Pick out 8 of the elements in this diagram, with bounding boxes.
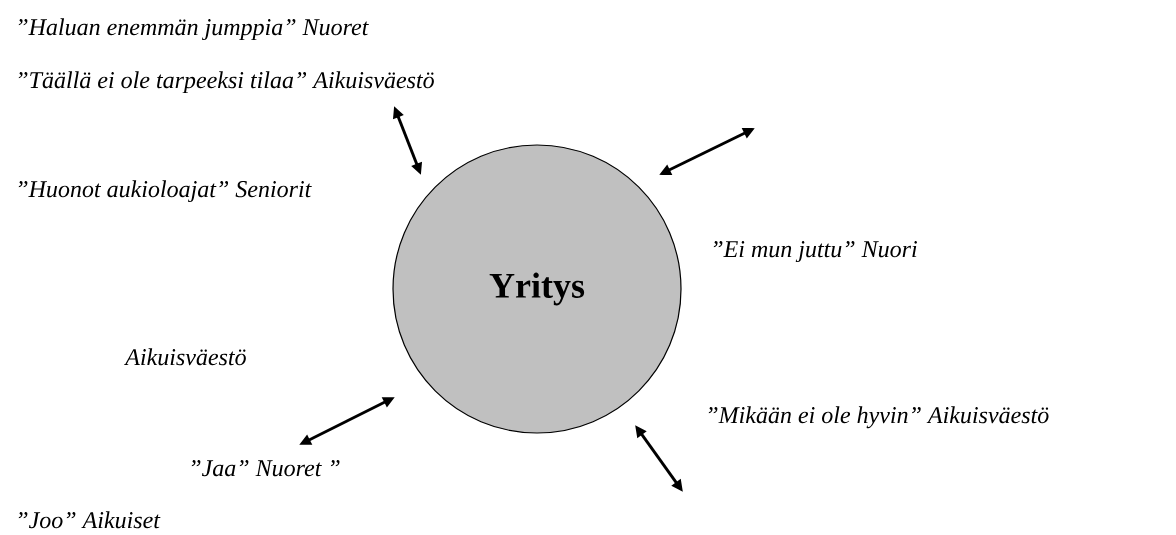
quote-text: ”Jaa” Nuoret ” — [191, 460, 340, 477]
quote-text: ”Ei mun juttu” Nuori — [713, 241, 917, 263]
quote-text: ”Huonot aukioloajat” Seniorit — [18, 180, 312, 203]
quote-text: ”Joo” Aikuiset — [18, 511, 161, 529]
quote-text: Aikuisväestö — [123, 348, 246, 366]
quote-text: ”Haluan enemmän jumppia” Nuoret — [18, 18, 369, 41]
quote-text: ”Mikään ei ole hyvin” Aikuisväestö — [708, 406, 1049, 429]
quote-text: ”Täällä ei ole tarpeeksi tilaa” Aikuisväestö — [18, 71, 434, 94]
